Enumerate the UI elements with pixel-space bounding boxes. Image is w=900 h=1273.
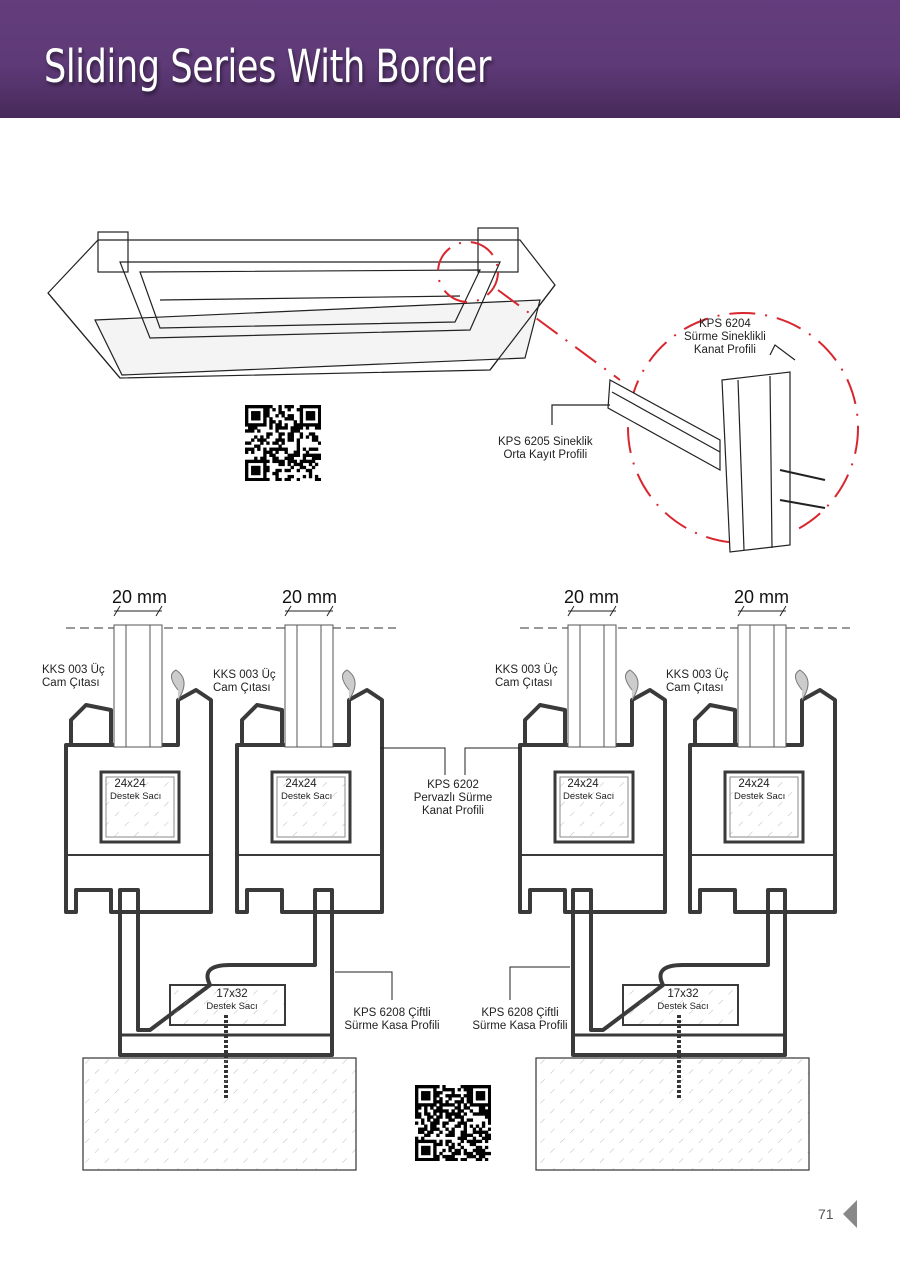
leader-line [464,747,520,775]
steel-reinforcement [169,984,286,1026]
sash-profile-section [688,605,837,914]
concrete-base [535,1057,810,1171]
detail-profiles [551,344,826,553]
page-title: Sliding Series With Border [44,40,491,93]
leader-line [509,966,570,1000]
qr-code-top[interactable] [245,405,322,482]
steel-reinforcement [553,770,635,844]
leader-line [380,747,446,775]
steel-reinforcement [99,770,181,844]
concrete-base [82,1057,357,1171]
dimension-label: 20 mm [282,587,338,607]
steel-reinforcement [270,770,352,844]
glass-pane [567,624,617,748]
page-header: Sliding Series With Border [0,0,900,118]
leader-line [335,971,393,1000]
frame-profile-section [535,888,810,1171]
qr-code-bottom[interactable] [415,1085,492,1162]
steel-reinforcement [723,770,805,844]
sash-profile-section [518,605,667,914]
page-number: 71 [818,1206,834,1222]
sash-profile-section [64,605,213,914]
dimension-label: 20 mm [564,587,620,607]
dimension-label: 20 mm [112,587,168,607]
frame-3d-illustration [47,227,556,379]
glass-pane [113,624,163,748]
glass-pane [284,624,334,748]
frame-profile-section [82,888,357,1171]
dimension-label: 20 mm [734,587,790,607]
glass-pane [737,624,787,748]
sash-profile-section [235,605,384,914]
